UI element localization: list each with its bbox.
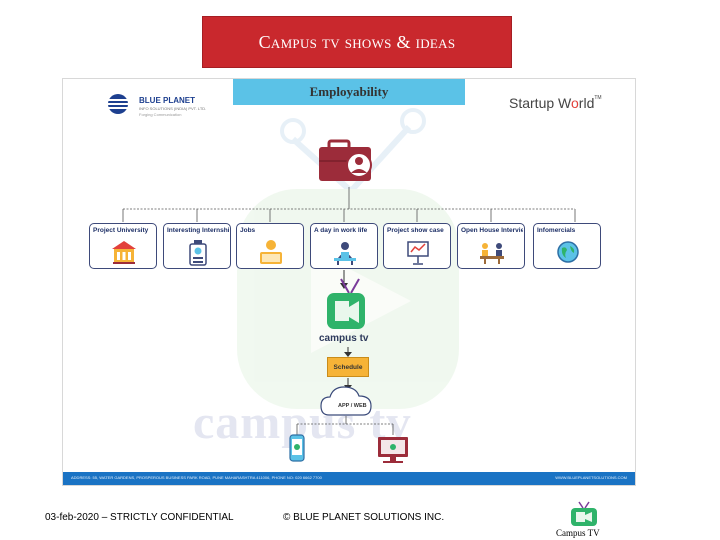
slide-title: Campus tv shows & ideas xyxy=(258,31,456,52)
jobs-icon xyxy=(260,240,282,264)
blue-planet-logo: BLUE PLANET INFO SOLUTIONS (INDIA) PVT. … xyxy=(103,93,207,123)
category-label: Open House Interviews xyxy=(461,227,523,234)
category-label: Jobs xyxy=(240,227,256,234)
startup-world-tm: TM xyxy=(594,95,602,101)
website-text: WWW.BLUEPLANETSOLUTIONS.COM xyxy=(555,475,627,480)
blue-planet-globe-icon xyxy=(106,94,130,114)
desk-worker-icon xyxy=(334,242,356,265)
category-label: A day in work life xyxy=(314,227,368,234)
employability-title: Employability xyxy=(309,84,389,99)
startup-world-prefix: Startup W xyxy=(509,95,571,111)
blue-planet-subtitle: INFO SOLUTIONS (INDIA) PVT. LTD. xyxy=(139,106,207,111)
blue-planet-tagline: Forging Communication xyxy=(139,112,182,117)
category-open-house-interviews: Open House Interviews xyxy=(457,223,525,269)
university-icon xyxy=(112,241,136,264)
id-badge-icon xyxy=(189,240,207,266)
campus-tv-icon xyxy=(327,278,365,329)
schedule-box: Schedule xyxy=(327,357,369,377)
presentation-board-icon xyxy=(407,241,429,265)
campus-tv-label: campus tv xyxy=(319,333,369,344)
category-label: Project University xyxy=(93,227,149,234)
campus-tv-logo-icon xyxy=(571,501,597,526)
footer-date-confidential: 03-feb-2020 – STRICTLY CONFIDENTIAL xyxy=(45,512,234,523)
desktop-computer-icon xyxy=(378,437,408,463)
category-label: Interesting Internships xyxy=(167,227,229,234)
briefcase-person-icon xyxy=(319,139,372,181)
employability-banner: Employability xyxy=(233,79,465,105)
schedule-label: Schedule xyxy=(333,363,363,371)
category-jobs: Jobs xyxy=(236,223,304,269)
campus-tv-caption: Campus TV xyxy=(556,528,600,538)
slide-title-banner: Campus tv shows & ideas xyxy=(202,16,512,68)
footer-copyright: © BLUE PLANET SOLUTIONS INC. xyxy=(283,512,445,523)
category-project-show-case: Project show case xyxy=(383,223,451,269)
category-a-day-in-work-life: A day in work life xyxy=(310,223,378,269)
employability-infographic: campus tv xyxy=(62,78,636,486)
mobile-phone-icon xyxy=(289,434,305,462)
app-web-label: APP / WEB xyxy=(338,403,367,409)
flow-diagram xyxy=(122,108,576,463)
category-label: Infomercials xyxy=(537,227,576,234)
category-label: Project show case xyxy=(387,227,444,234)
startup-world-o: o xyxy=(571,95,579,111)
blue-planet-name: BLUE PLANET xyxy=(139,96,195,105)
startup-world-suffix: rld xyxy=(578,95,595,111)
interview-table-icon xyxy=(480,243,504,264)
cloud-icon xyxy=(320,386,372,416)
startup-world-logo: Startup WorldTM xyxy=(509,95,602,111)
category-interesting-internships: Interesting Internships xyxy=(163,223,231,269)
category-project-university: Project University xyxy=(89,223,157,269)
globe-icon xyxy=(557,241,579,263)
infographic-footer-strip: ADDRESS: 55, WATER GARDENS, PROSPEROUS B… xyxy=(63,472,635,485)
category-infomercials: Infomercials xyxy=(533,223,601,269)
address-text: ADDRESS: 55, WATER GARDENS, PROSPEROUS B… xyxy=(71,475,322,480)
